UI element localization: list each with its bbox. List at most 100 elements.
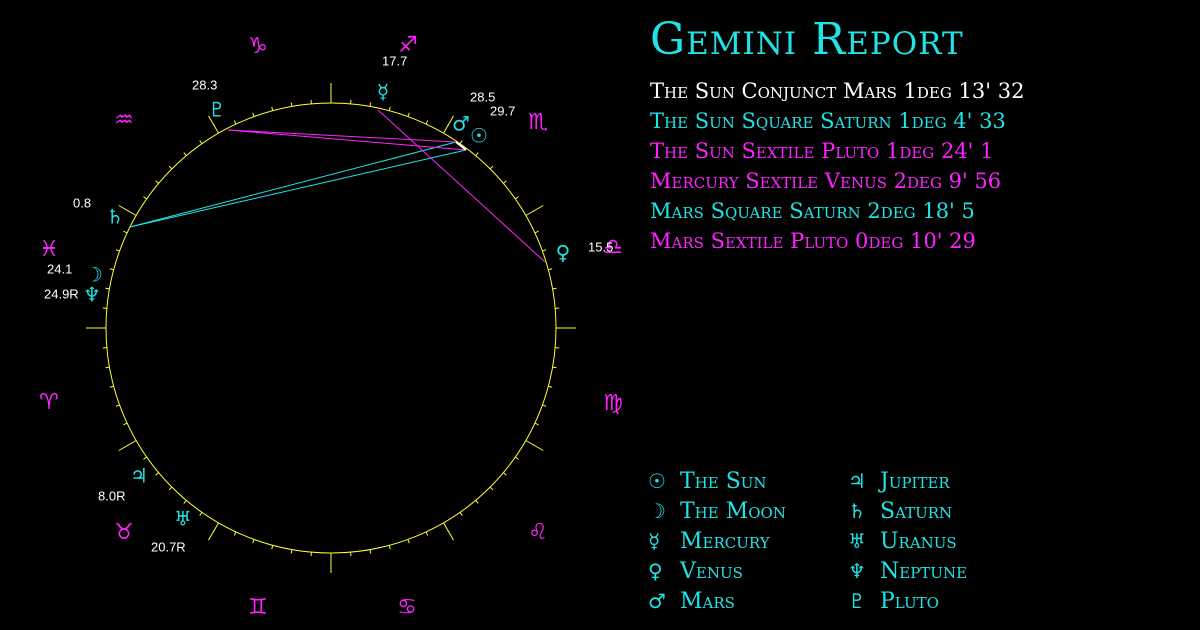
aspect-line-mars-saturn [129,141,457,228]
planet-legend: ☉The Sun ♃Jupiter ☽The Moon ♄Saturn ☿Mer… [648,466,1048,616]
neptune-icon: ♆ [83,283,101,307]
wheel-tick [290,102,293,107]
wheel-tick [271,106,274,111]
wheel-tick [115,249,120,252]
wheel-tick [542,404,547,407]
legend-label: Venus [680,558,743,584]
venus-icon: ♀ [556,241,571,265]
sun-degree-label: 29.7 [490,103,515,118]
house-cusp-mark [447,115,454,127]
legend-item-mars: ♂Mars [648,586,848,616]
sagittarius-sign-icon: ♐ [398,33,418,58]
leo-sign-icon: ♌ [528,520,548,545]
wheel-tick [515,196,519,200]
mercury-degree-label: 17.7 [382,53,407,68]
pluto-degree-label: 28.3 [192,77,217,92]
house-cusp-mark [118,205,130,212]
legend-label: Mercury [680,528,770,554]
mercury-icon: ☿ [648,529,661,553]
wheel-tick [143,196,147,200]
jupiter-degree-label: 8.0R [98,488,125,503]
house-cusp-mark [447,529,454,541]
wheel-tick [233,531,237,536]
legend-item-neptune: ♆ Neptune [848,556,1048,586]
wheel-tick [475,500,479,504]
mars-degree-label: 28.5 [470,89,495,104]
wheel-tick [548,385,553,388]
moon-degree-label: 24.1 [47,261,72,276]
pisces-sign-icon: ♓ [39,237,59,262]
wheel-tick [425,120,429,125]
aspect-item: Mars Square Saturn 2deg 18' 5 [650,199,975,223]
legend-label: Neptune [880,558,968,584]
aspect-item: The Sun Sextile Pluto 1deg 24' 1 [650,139,994,163]
neptune-icon: ♆ [848,559,866,583]
gemini-sign-icon: ♊ [248,595,268,620]
legend-label: Pluto [880,588,939,614]
aspect-line-sun-pluto [227,129,467,151]
wheel-tick [123,230,128,234]
wheel-tick [552,366,557,369]
wheel-tick [199,512,203,516]
wheel-tick [183,152,187,156]
legend-label: The Moon [680,498,786,524]
house-cusp-mark [208,529,215,541]
wheel-tick [459,512,463,516]
wheel-tick [105,287,110,290]
neptune-degree-label: 24.9R [44,286,79,301]
legend-item-uranus: ♅Uranus [848,526,1048,556]
legend-label: Saturn [880,498,953,524]
mercury-icon: ☿ [377,80,389,104]
wheel-tick [199,140,203,144]
wheel-tick [155,180,159,184]
wheel-tick [534,422,539,426]
legend-item-saturn: ♄Saturn [848,496,1048,526]
scorpio-sign-icon: ♏ [528,110,548,135]
aspect-line-sun-mars [455,141,467,151]
aspect-item: The Sun Square Saturn 1deg 4' 33 [650,109,1006,133]
wheel-tick [475,152,479,156]
wheel-tick [489,486,494,491]
venus-icon: ♀ [648,559,663,583]
wheel-tick [168,486,173,491]
aries-sign-icon: ♈ [39,390,59,415]
house-cusp-mark [208,115,215,127]
wheel-tick [552,287,557,290]
saturn-icon: ♄ [106,205,124,229]
wheel-tick [271,545,274,550]
house-cusp-mark [118,444,130,451]
aquarius-sign-icon: ♒ [114,108,134,133]
legend-item-jupiter: ♃Jupiter [848,466,1048,496]
wheel-circle [105,102,557,554]
pluto-icon: ♇ [848,589,866,613]
aspect-line-mars-pluto [227,129,457,143]
wheel-tick [183,500,187,504]
report-title: Gemini Report [650,14,964,65]
legend-item-mercury: ☿ Mercury [648,526,848,556]
aspect-item: Mercury Sextile Venus 2deg 9' 56 [650,169,1002,193]
virgo-sign-icon: ♍ [603,391,623,416]
taurus-sign-icon: ♉ [114,520,134,545]
house-cusp-mark [532,205,544,212]
wheel-tick [388,545,391,550]
wheel-tick [459,140,463,144]
wheel-tick [407,539,410,544]
wheel-tick [168,165,173,170]
legend-label: Jupiter [880,468,950,494]
aspect-line-sun-saturn [129,149,467,228]
legend-label: Uranus [880,528,957,554]
libra-sign-icon: ♎ [603,235,623,260]
wheel-tick [369,102,372,107]
legend-item-pluto: ♇ Pluto [848,586,1048,616]
uranus-degree-label: 20.7R [151,539,186,554]
natal-chart-wheel: ♑♐♏♎♍♌♋♊♉♈♓♒☉29.7♂28.5☿17.7♀15.5♇28.3♄0.… [39,33,623,620]
wheel-tick [109,385,114,388]
moon-icon: ☽ [85,263,103,287]
wheel-tick [515,456,519,460]
uranus-icon: ♅ [174,507,192,531]
wheel-tick [542,249,547,252]
wheel-tick [369,549,372,554]
aspect-list: The Sun Conjunct Mars 1deg 13' 32 The Su… [650,76,1024,256]
wheel-tick [425,531,429,536]
